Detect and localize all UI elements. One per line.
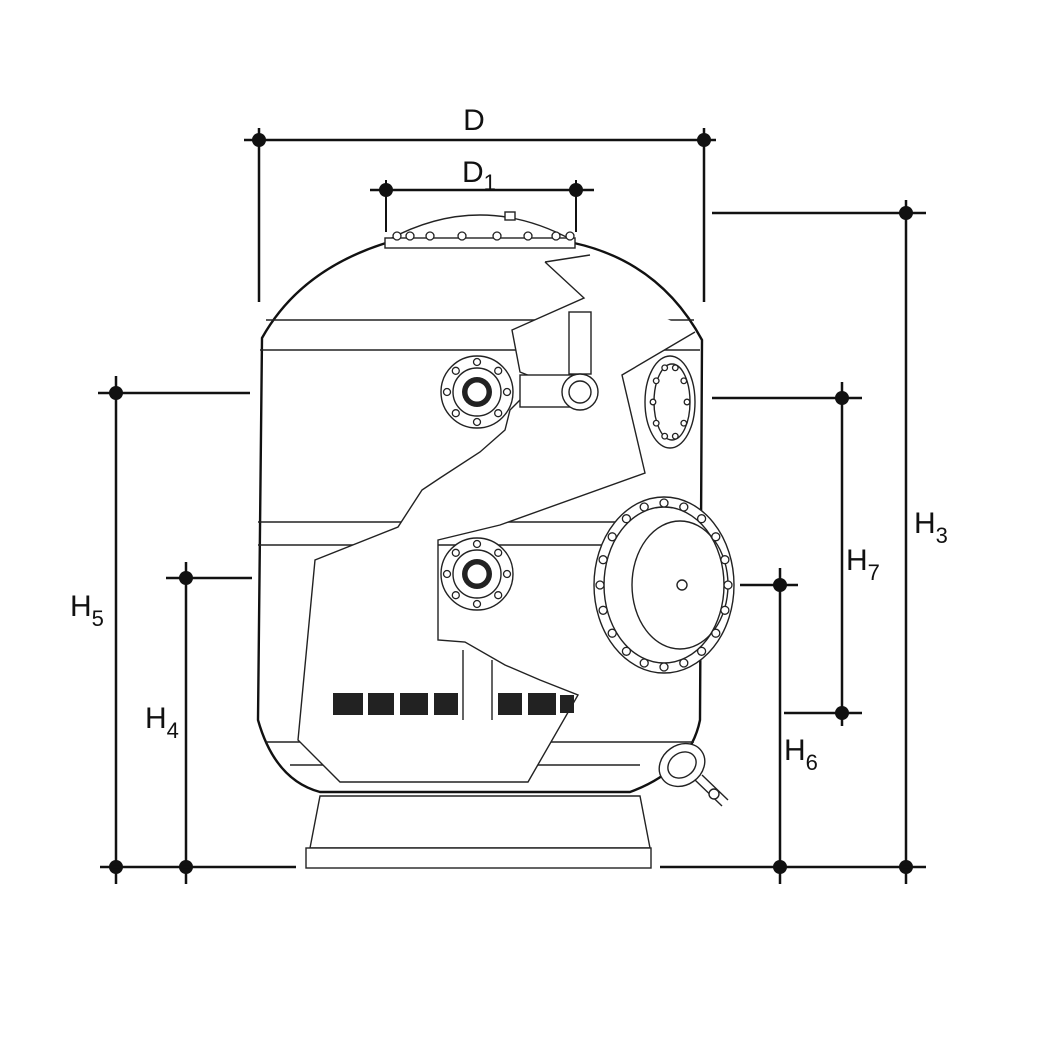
hatch-bolt <box>671 364 679 372</box>
label-h3: H3 <box>914 507 948 548</box>
hatch-bolt <box>680 377 688 385</box>
flange-bolt <box>494 409 503 418</box>
top-dome-cover <box>384 211 576 249</box>
manhole-bolt <box>598 555 608 565</box>
label-h7: H7 <box>846 544 880 585</box>
hatch-bolt <box>683 398 691 406</box>
manhole-bolt <box>659 662 669 672</box>
manhole-bolt <box>723 580 733 590</box>
upper-nozzle-flange <box>440 355 514 429</box>
label-d1: D1 <box>462 156 496 195</box>
dim-d-dot-right <box>697 133 711 147</box>
flange-bolt <box>472 599 482 609</box>
label-h5: H5 <box>70 590 104 631</box>
dome-bolt <box>523 231 533 241</box>
manhole-bolt <box>607 532 617 542</box>
flange-bolt <box>451 591 460 600</box>
flange-bolt <box>451 409 460 418</box>
dim-h7-dot-bottom <box>835 706 849 720</box>
flange-bolt <box>472 357 482 367</box>
flange-bolt <box>494 548 503 557</box>
manhole-bolt <box>679 658 689 668</box>
manhole-bolt <box>621 514 632 524</box>
flange-bolt <box>442 569 452 579</box>
tank-stand <box>305 795 652 869</box>
label-d: D <box>463 104 485 137</box>
hatch-bolt <box>680 419 688 427</box>
hatch-bolt <box>652 377 660 385</box>
dimension-lines <box>98 128 926 884</box>
flange-bolt <box>502 387 512 397</box>
flange-bolt <box>502 569 512 579</box>
manhole-bolt <box>659 498 669 508</box>
lateral-collectors <box>333 693 574 715</box>
flange-bolt <box>442 387 452 397</box>
hatch-bolt <box>661 364 669 372</box>
manhole-bolt <box>679 502 689 512</box>
dimension-labels: D D1 H3 H7 H6 H5 H4 <box>70 104 948 775</box>
hatch-bolt <box>649 398 657 406</box>
manhole-bolt <box>696 514 707 524</box>
hatch-bolt <box>652 419 660 427</box>
manhole-bolt <box>621 646 632 656</box>
dome-bolt <box>457 231 467 241</box>
flange-bolt <box>472 539 482 549</box>
dome-bolt <box>392 231 402 241</box>
manhole-bolt <box>720 555 730 565</box>
dim-h6-dot-top <box>773 578 787 592</box>
manhole-bolt <box>607 628 617 638</box>
dim-h3-dot-top <box>899 206 913 220</box>
drain-valve <box>658 742 729 807</box>
manhole-bolt <box>595 580 605 590</box>
flange-bolt <box>472 417 482 427</box>
label-h6: H6 <box>784 734 818 775</box>
dome-bolt <box>425 231 435 241</box>
hatch-bolt <box>661 432 669 440</box>
label-h4: H4 <box>145 702 179 743</box>
filter-tank <box>256 211 735 869</box>
side-manhole <box>593 496 735 674</box>
flange-bolt <box>451 548 460 557</box>
dim-h7-dot-top <box>835 391 849 405</box>
lower-nozzle-flange <box>440 537 514 611</box>
manhole-bolt <box>696 646 707 656</box>
manhole-bolt <box>711 532 721 542</box>
dim-h5-dot-top <box>109 386 123 400</box>
dim-d1-dot-right <box>569 183 583 197</box>
manhole-bolt <box>639 502 649 512</box>
flange-bolt <box>494 366 503 375</box>
dim-h4-dot-top <box>179 571 193 585</box>
flange-bolt <box>451 366 460 375</box>
dim-d1-dot-left <box>379 183 393 197</box>
flange-bolt <box>494 591 503 600</box>
dome-bolt <box>565 231 575 241</box>
dome-bolt <box>405 231 415 241</box>
manhole-bolt <box>711 628 721 638</box>
hardware-bolts <box>392 231 733 672</box>
dome-bolt <box>551 231 561 241</box>
manhole-bolt <box>639 658 649 668</box>
dim-d-dot-left <box>252 133 266 147</box>
dome-bolt <box>492 231 502 241</box>
hatch-bolt <box>671 432 679 440</box>
manhole-bolt <box>720 605 730 615</box>
manhole-bolt <box>598 605 608 615</box>
